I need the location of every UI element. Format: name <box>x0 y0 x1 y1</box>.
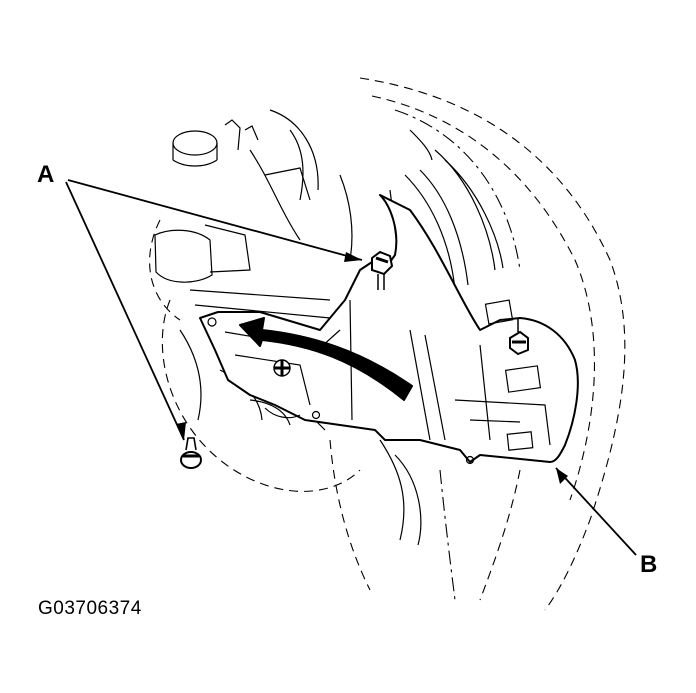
callout-label-b: B <box>640 551 658 578</box>
cross-mark-icon <box>273 359 291 377</box>
splash-shield <box>199 194 579 465</box>
callout-label-a: A <box>37 161 55 188</box>
curved-arrow-icon <box>239 317 413 401</box>
clip-icon <box>180 437 202 469</box>
clip-icon <box>509 318 529 356</box>
figure-id: G03706374 <box>38 598 142 619</box>
clip-icon <box>371 250 394 290</box>
callout-leader-a <box>65 179 363 441</box>
callout-leader-b <box>555 467 637 556</box>
body-outline-dashed <box>149 77 626 611</box>
